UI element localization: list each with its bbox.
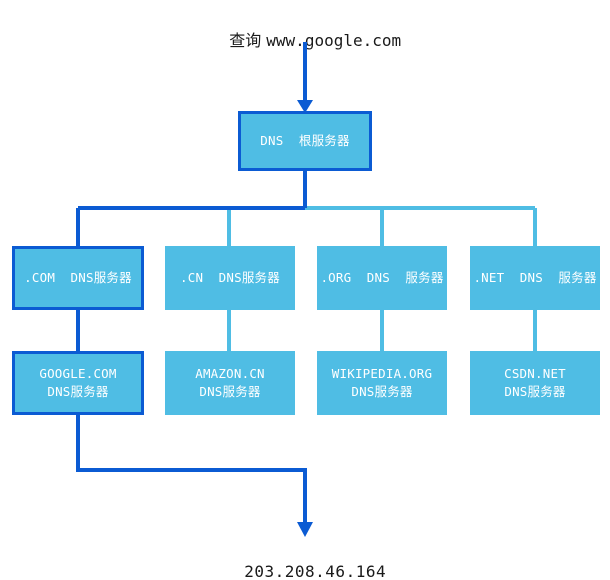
node-tld-net[interactable]: .NET DNS 服务器 bbox=[470, 246, 600, 310]
node-label-line1: AMAZON.CN bbox=[195, 366, 265, 381]
node-label-line1: WIKIPEDIA.ORG bbox=[331, 366, 433, 381]
node-dns-root-server[interactable]: DNS 根服务器 bbox=[238, 111, 372, 171]
query-caption: 查询 www.google.com bbox=[0, 8, 610, 70]
node-label-line2: DNS服务器 bbox=[504, 384, 566, 399]
node-tld-org[interactable]: .ORG DNS 服务器 bbox=[317, 246, 447, 310]
node-authoritative-google-com[interactable]: GOOGLE.COM DNS服务器 bbox=[12, 351, 144, 415]
node-label: .CN DNS服务器 bbox=[180, 270, 280, 285]
node-label-line1: GOOGLE.COM bbox=[39, 366, 117, 381]
light-wire-group bbox=[76, 206, 537, 352]
node-label: .NET DNS 服务器 bbox=[473, 270, 597, 285]
node-authoritative-csdn-net[interactable]: CSDN.NET DNS服务器 bbox=[470, 351, 600, 415]
result-caption: 203.208.46.164 bbox=[0, 543, 610, 580]
node-label-line2: DNS服务器 bbox=[47, 384, 109, 399]
node-label: DNS 根服务器 bbox=[260, 133, 350, 148]
resolved-ip-address: 203.208.46.164 bbox=[244, 562, 387, 580]
node-tld-com[interactable]: .COM DNS服务器 bbox=[12, 246, 144, 310]
result-arrowhead bbox=[297, 522, 313, 537]
query-domain: www.google.com bbox=[266, 31, 402, 50]
node-label-line1: CSDN.NET bbox=[504, 366, 566, 381]
node-label-line2: DNS服务器 bbox=[199, 384, 261, 399]
node-tld-cn[interactable]: .CN DNS服务器 bbox=[165, 246, 295, 310]
node-authoritative-wikipedia-org[interactable]: WIKIPEDIA.ORG DNS服务器 bbox=[317, 351, 447, 415]
node-authoritative-amazon-cn[interactable]: AMAZON.CN DNS服务器 bbox=[165, 351, 295, 415]
node-label-line2: DNS服务器 bbox=[351, 384, 413, 399]
node-label: .COM DNS服务器 bbox=[24, 270, 132, 285]
query-label: 查询 bbox=[229, 31, 267, 50]
node-label: .ORG DNS 服务器 bbox=[320, 270, 444, 285]
